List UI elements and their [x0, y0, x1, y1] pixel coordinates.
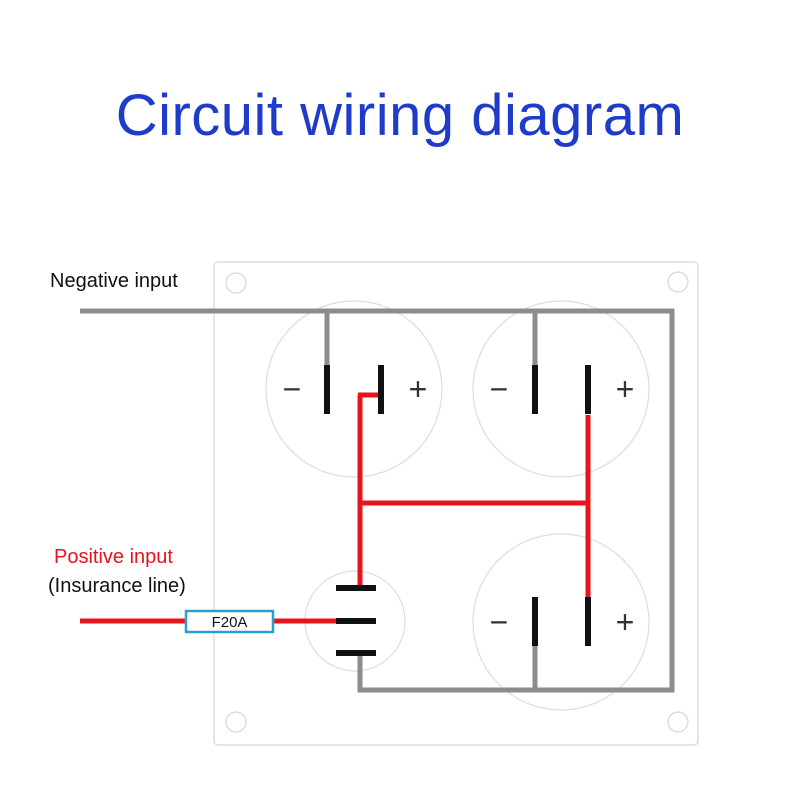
- page-title: Circuit wiring diagram: [115, 83, 685, 148]
- fuse-label: F20A: [212, 614, 248, 631]
- insurance-line-label: (Insurance line): [48, 575, 186, 597]
- negative-input-label: Negative input: [50, 270, 178, 292]
- socket-outline-bottom-right: [472, 533, 650, 711]
- mounting-hole-top-left: [225, 272, 247, 294]
- socket-outline-top-left: [265, 300, 443, 478]
- socket-2-minus-symbol: −: [490, 371, 509, 407]
- mounting-hole-bottom-left: [225, 711, 247, 733]
- fuse-f20a: [184, 609, 275, 634]
- mounting-hole-top-right: [667, 271, 689, 293]
- socket-1-plus-symbol: +: [409, 371, 428, 407]
- socket-3-minus-symbol: −: [490, 604, 509, 640]
- socket-outline-top-right: [472, 300, 650, 478]
- socket-2-plus-symbol: +: [616, 371, 635, 407]
- socket-1-minus-symbol: −: [283, 371, 302, 407]
- positive-input-label: Positive input: [54, 546, 173, 568]
- mounting-hole-bottom-right: [667, 711, 689, 733]
- socket-3-plus-symbol: +: [616, 604, 635, 640]
